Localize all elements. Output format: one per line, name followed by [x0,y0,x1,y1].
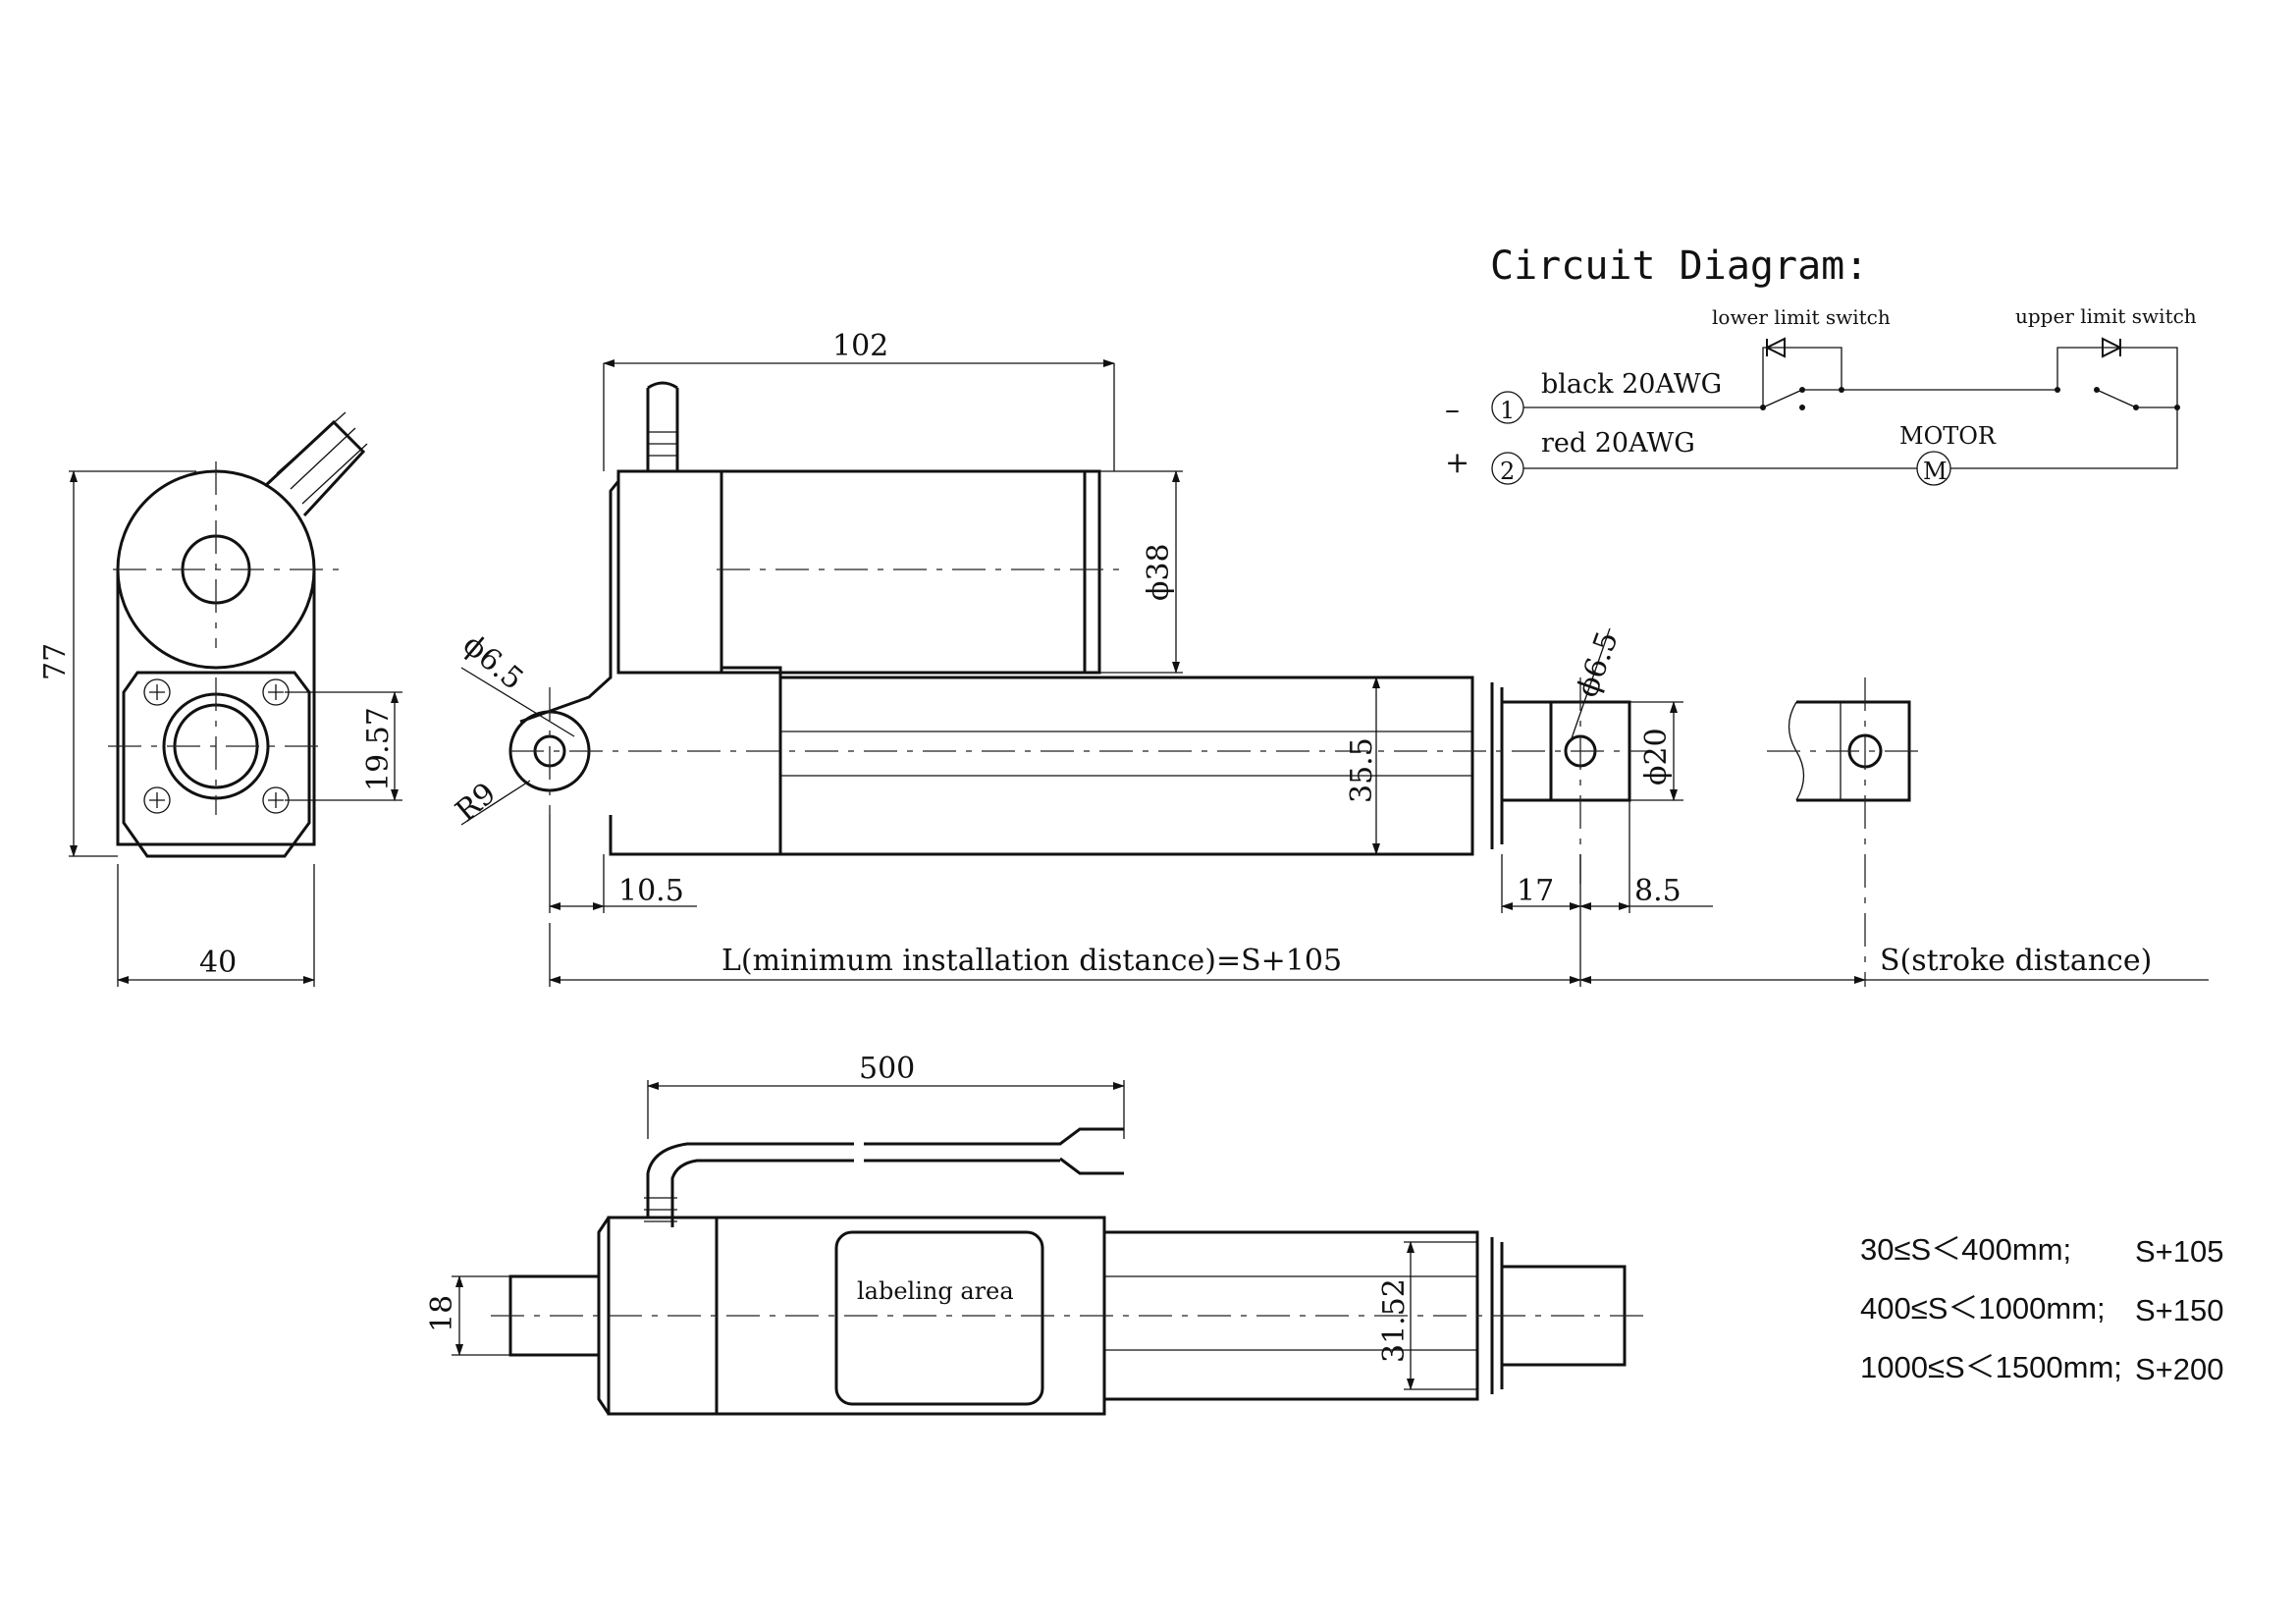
minus-sign: – [1445,393,1460,427]
lower-diode-icon [1764,337,1786,358]
gearbox-housing [519,471,782,856]
screw-icon [143,678,290,814]
tube-height-dim: 35.5 [1345,737,1379,803]
terminal-1-label: 1 [1500,397,1515,424]
circuit-diagram: Circuit Diagram: lower limit switch uppe… [1445,244,2197,486]
end-view: 77 40 19.57 [38,411,402,987]
stroke-range-1: 30≤S＜400mm; [1860,1232,2071,1267]
motor-dia-dim: ϕ38 [1142,543,1176,601]
motor-symbol-letter: M [1923,458,1948,485]
end-width-dim: 40 [199,946,237,980]
end-flange [122,671,311,858]
hole-spacing-dim: 19.57 [361,707,396,791]
terminal-2-label: 2 [1500,458,1515,485]
stroke-table: 30≤S＜400mm; S+105 400≤S＜1000mm; S+150 10… [1860,1232,2224,1386]
radius-dim: R9 [450,777,503,830]
wires [1523,389,2178,469]
cable-gland [646,381,679,471]
stroke-value-2: S+150 [2135,1293,2224,1327]
motor-length-dim: 102 [832,329,888,363]
offset-left-dim: 10.5 [618,874,684,908]
upper-switch-label: upper limit switch [2015,304,2197,328]
lower-switch [1762,347,1842,408]
motor-housing [616,469,1101,675]
top-clevis [508,1274,601,1357]
top-cable [646,1127,1124,1227]
labeling-area-box [834,1230,1044,1406]
upper-diode-icon [2102,337,2123,358]
clevis-width-dim: 18 [425,1295,459,1332]
cable-connector [263,419,366,517]
black-wire-label: black 20AWG [1541,369,1722,400]
side-view: 102 ϕ38 ϕ6.5 R9 35.5 ϕ6.5 ϕ20 10.5 17 8.… [450,329,2209,987]
offset-rod-dim: 17 [1517,874,1554,908]
end-body [116,569,316,846]
circuit-title: Circuit Diagram: [1490,244,1868,289]
outer-tube [780,676,1504,856]
red-wire-label: red 20AWG [1541,428,1695,459]
stroke-range-2: 400≤S＜1000mm; [1860,1291,2106,1326]
plus-sign: + [1445,446,1469,480]
labeling-area-text: labeling area [857,1277,1014,1305]
end-height-dim: 77 [38,643,73,680]
rod-dia-dim: ϕ20 [1639,728,1674,785]
stroke-dim: S(stroke distance) [1880,944,2152,978]
top-view: labeling area 500 18 31.52 [425,1052,1649,1416]
stroke-value-1: S+105 [2135,1234,2224,1269]
cable-length-dim: 500 [859,1052,915,1086]
stroke-value-3: S+200 [2135,1352,2224,1386]
motor-label: MOTOR [1899,422,1997,450]
stroke-range-3: 1000≤S＜1500mm; [1860,1350,2122,1384]
lower-switch-label: lower limit switch [1712,305,1891,329]
upper-switch [2056,347,2178,408]
offset-end-dim: 8.5 [1634,874,1682,908]
min-install-dim: L(minimum installation distance)=S+105 [721,944,1342,978]
front-hole-dia-dim: ϕ6.5 [1571,627,1626,702]
top-tube-height-dim: 31.52 [1377,1278,1412,1363]
